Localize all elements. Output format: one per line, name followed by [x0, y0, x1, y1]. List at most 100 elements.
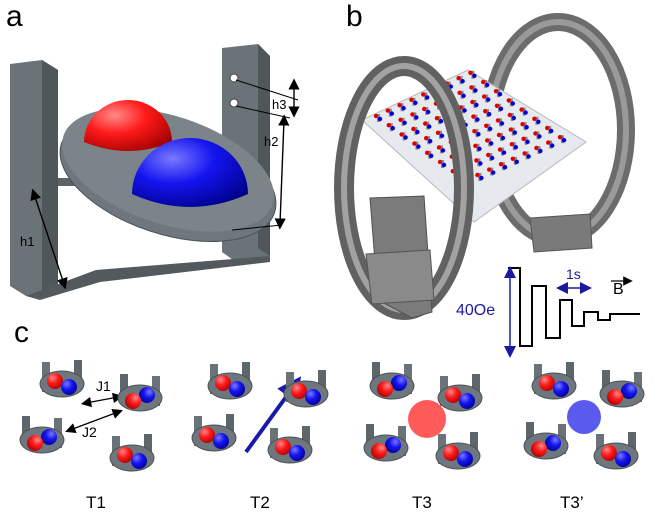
lattice-magnet	[494, 103, 504, 112]
t3-caption: T3	[412, 493, 432, 512]
lattice-magnet	[424, 136, 433, 145]
lattice-magnet	[510, 156, 519, 165]
pulse-amplitude-label: 40Oe	[456, 302, 496, 319]
lattice-magnet	[471, 114, 480, 123]
t3-prime-center-charge	[567, 400, 601, 434]
lattice-magnet	[522, 151, 531, 160]
lattice-magnet	[533, 131, 542, 140]
lattice-magnet	[421, 92, 430, 101]
panel-c-letter: c	[14, 316, 29, 349]
t3-center-charge	[408, 400, 446, 438]
lattice-magnet	[534, 145, 543, 154]
lattice-magnet	[410, 112, 419, 121]
mini-magnet-unit	[369, 362, 415, 400]
field-pulse-waveform	[508, 267, 640, 347]
mini-magnet-unit	[19, 416, 65, 454]
lattice-magnet	[470, 99, 479, 108]
lattice-magnet	[411, 126, 420, 135]
lattice-magnet	[456, 76, 465, 85]
lattice-magnet	[385, 108, 394, 117]
red-magnet	[84, 100, 172, 151]
panel-a-element	[10, 44, 300, 300]
t1-caption: T1	[86, 493, 106, 512]
lattice-magnet	[487, 167, 496, 176]
mini-magnet-unit	[191, 414, 237, 452]
lattice-magnet	[507, 112, 516, 121]
lattice-magnet	[481, 79, 490, 88]
lattice-magnet	[434, 116, 444, 125]
lattice-magnet	[475, 172, 484, 181]
far-coil-stand	[529, 213, 593, 253]
mini-magnet-unit	[437, 374, 483, 412]
panel-b-element	[334, 13, 640, 358]
lattice-magnet	[469, 85, 478, 94]
lattice-magnet	[497, 147, 507, 156]
lattice-magnet	[386, 123, 395, 132]
lattice-magnet	[468, 70, 477, 79]
field-b-label: B	[613, 281, 624, 298]
h3-label: h3	[272, 97, 287, 112]
mini-magnet-unit	[283, 370, 329, 408]
lattice-magnet	[473, 143, 482, 152]
lattice-magnet	[457, 90, 466, 99]
mini-magnet-unit	[117, 374, 163, 412]
mini-magnet-unit	[363, 424, 409, 462]
j2-coupling-arrow	[65, 408, 123, 434]
j1-coupling-arrow	[80, 392, 124, 408]
lattice-magnet	[486, 152, 495, 161]
mini-magnet-unit	[593, 432, 639, 470]
lattice-magnet	[495, 118, 505, 127]
j1-label: J1	[96, 378, 111, 394]
panel-c-element	[19, 360, 645, 472]
lattice-magnet	[397, 103, 406, 112]
base-plate	[26, 256, 270, 300]
j2-label: J2	[82, 424, 97, 440]
hole-top	[229, 73, 239, 83]
lattice-magnet	[546, 140, 555, 149]
mini-magnet-unit	[523, 422, 569, 460]
lattice-magnet	[520, 122, 529, 131]
h1-dimension-arrow	[30, 188, 68, 290]
lattice-magnet	[521, 136, 530, 145]
mini-magnet-unit	[531, 362, 577, 400]
lattice-magnet	[423, 121, 432, 130]
lattice-magnet	[484, 123, 493, 132]
h1-label: h1	[20, 234, 35, 249]
lattice-magnet	[409, 97, 418, 106]
lattice-magnet	[422, 106, 431, 115]
lattice-magnet	[436, 145, 446, 154]
lattice-magnet	[435, 130, 445, 139]
h2-label: h2	[264, 134, 279, 149]
lattice-magnet	[506, 98, 515, 107]
t3-prime-caption: T3’	[560, 493, 584, 512]
lattice-magnet	[498, 162, 508, 171]
lattice-magnet	[472, 129, 481, 138]
panel-a-letter: a	[6, 0, 23, 33]
lattice-magnet	[482, 94, 491, 103]
lattice-magnet	[545, 125, 554, 134]
lattice-magnet	[509, 142, 518, 151]
panel-b-letter: b	[346, 0, 363, 33]
lattice-magnet	[532, 116, 541, 125]
pulse-period-label: 1s	[566, 266, 581, 282]
hole-bottom	[229, 98, 239, 108]
mini-magnet-unit	[435, 432, 481, 470]
h2-dimension-arrow	[274, 114, 290, 230]
blue-magnet	[132, 138, 248, 207]
lattice-magnet	[474, 158, 483, 167]
lattice-magnet	[496, 132, 506, 141]
mini-magnet-unit	[109, 434, 155, 472]
lattice-magnet	[519, 107, 528, 116]
lattice-magnet	[399, 132, 408, 141]
mini-magnet-unit	[207, 362, 253, 400]
lattice-magnet	[483, 109, 492, 118]
lattice-magnet	[557, 135, 567, 144]
lattice-magnet	[398, 117, 407, 126]
lattice-magnet	[493, 89, 503, 98]
lattice-magnet	[412, 141, 421, 150]
lattice-magnet	[437, 159, 447, 168]
t2-caption: T2	[250, 493, 270, 512]
lattice-magnet	[485, 138, 494, 147]
mini-magnet-unit	[599, 370, 645, 408]
lattice-magnet	[373, 113, 383, 122]
